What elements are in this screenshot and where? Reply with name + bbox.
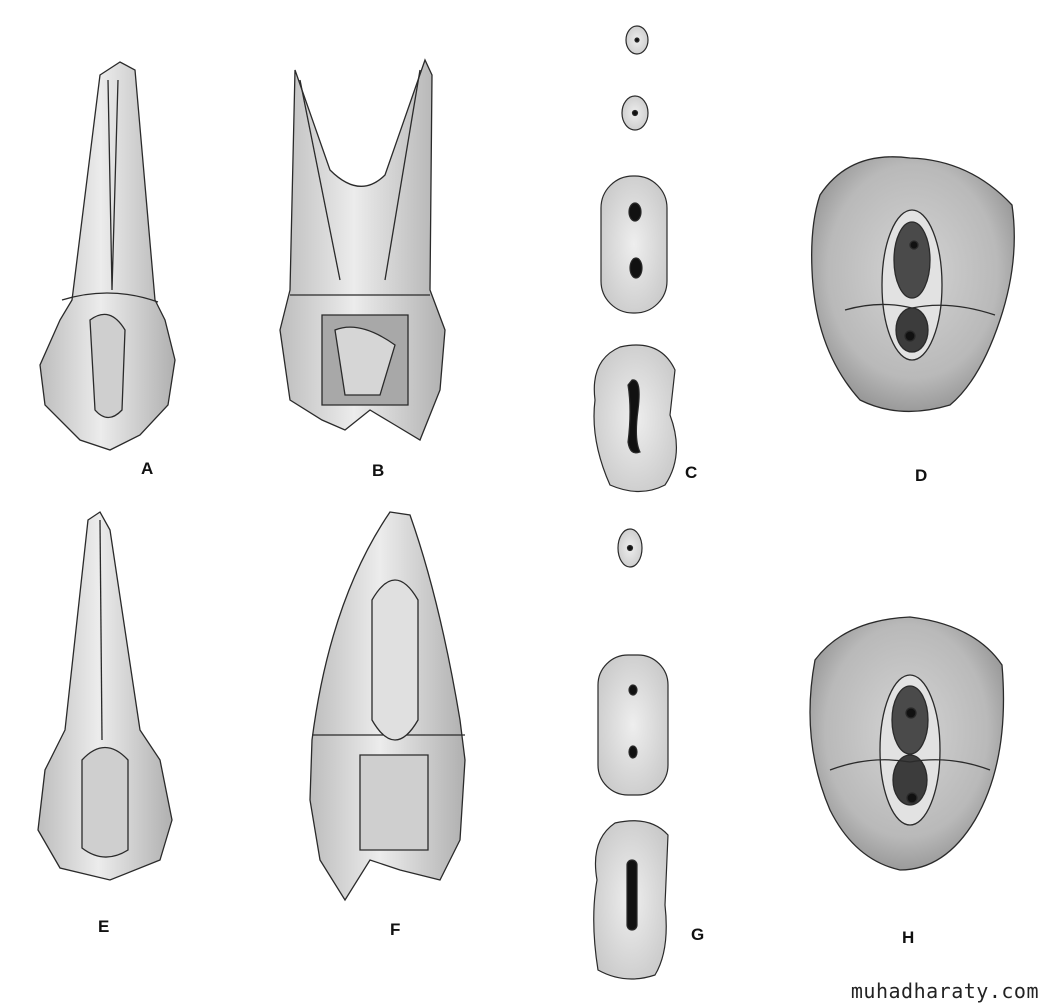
panel-label-a: A <box>141 459 154 478</box>
panel-label-h: H <box>902 928 915 947</box>
tooth-a-drawing <box>39 61 176 451</box>
tooth-e-drawing <box>37 511 173 881</box>
panel-label-g: G <box>691 925 705 944</box>
section-g2 <box>597 654 669 796</box>
panel-label-e: E <box>98 917 110 936</box>
panel-label-c: C <box>685 463 698 482</box>
panel-label-b: B <box>372 461 385 480</box>
tooth-f-drawing <box>309 511 466 902</box>
tooth-b-drawing <box>279 58 446 441</box>
watermark-text: muhadharaty.com <box>850 979 1039 1003</box>
crown-h-drawing <box>809 616 1005 871</box>
section-c3 <box>600 175 668 314</box>
section-c-group <box>593 25 678 493</box>
panel-label-d: D <box>915 466 928 485</box>
crown-d-drawing <box>811 156 1015 413</box>
panel-label-f: F <box>390 920 401 939</box>
section-g-group <box>593 528 669 980</box>
